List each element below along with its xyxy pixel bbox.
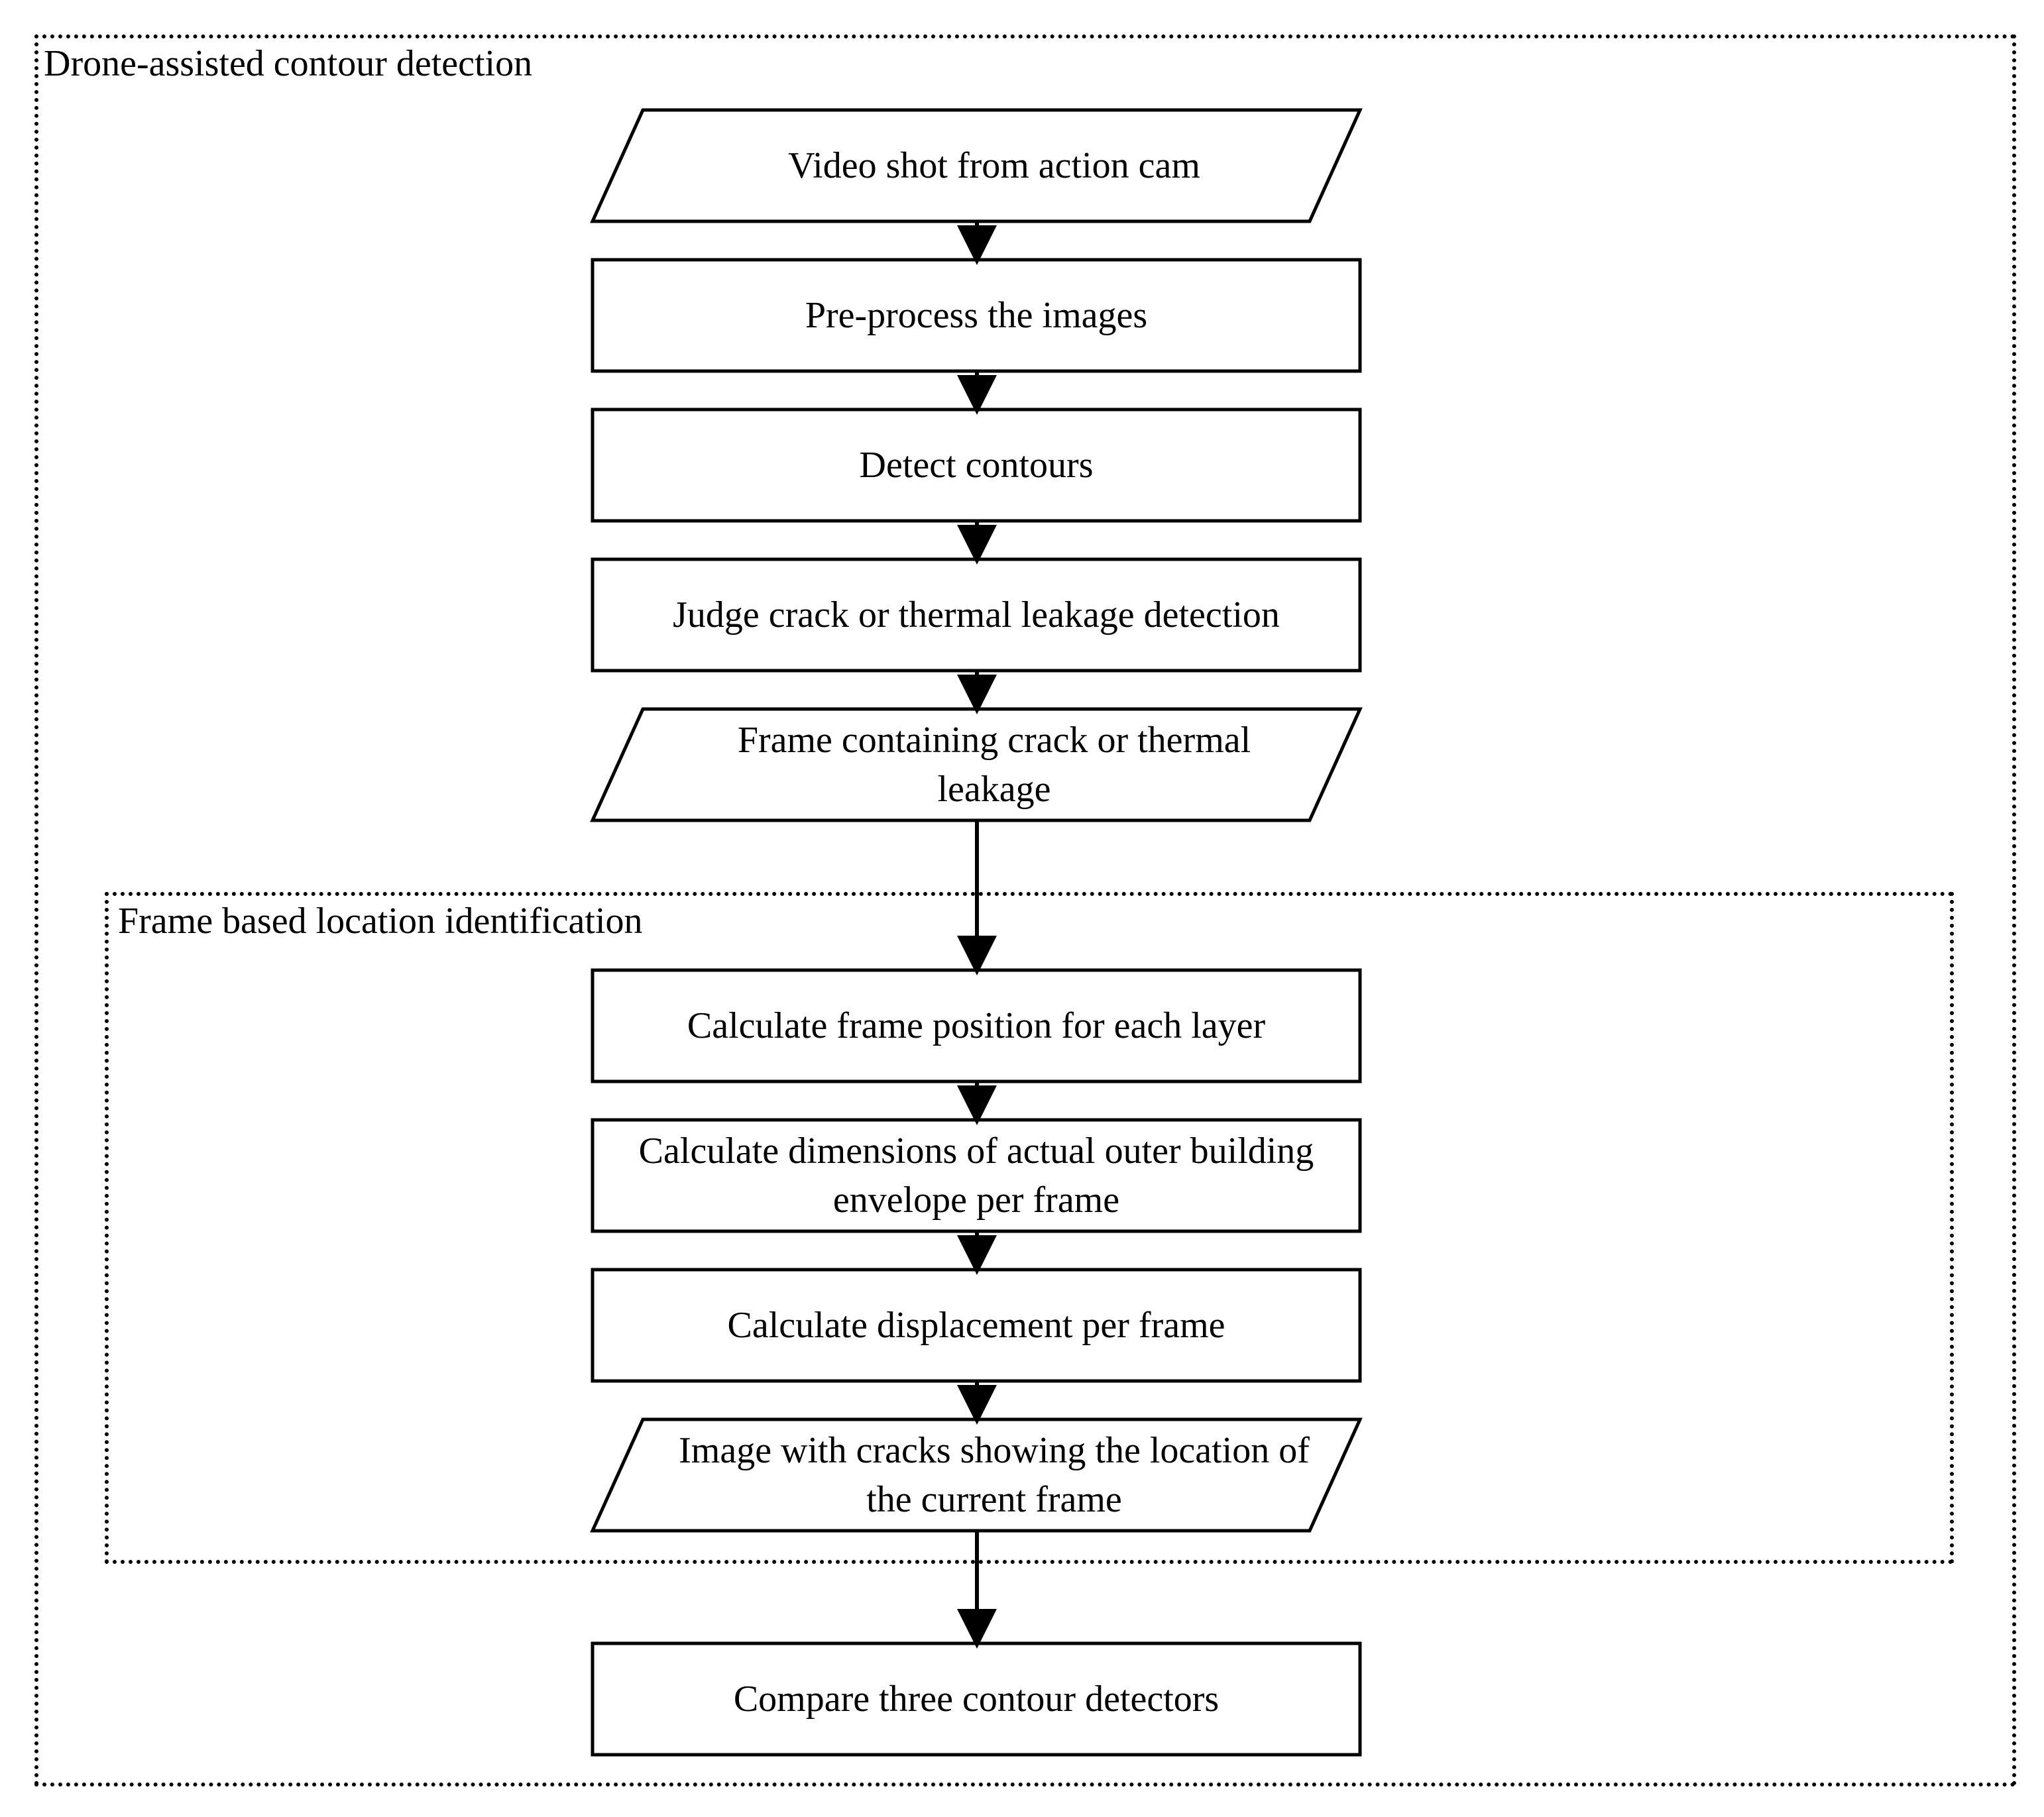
node-label-line-2: leakage [937,769,1051,810]
node-label-line-1: Frame containing crack or thermal [737,720,1251,761]
node-label-line-2: the current frame [866,1479,1122,1520]
node-preprocess: Pre-process the images [593,260,1360,371]
node-label: Calculate displacement per frame [727,1305,1225,1346]
node-judge-crack: Judge crack or thermal leakage detection [593,559,1360,671]
node-label-line-2: envelope per frame [832,1180,1120,1221]
node-label: Compare three contour detectors [733,1679,1220,1720]
node-image-with-cracks: Image with cracks showing the location o… [623,1419,1365,1531]
node-label-line-1: Calculate dimensions of actual outer bui… [638,1130,1314,1172]
node-shape-rectangle [591,408,1362,523]
node-shape-parallelogram [590,1417,1363,1533]
node-shape-rectangle [591,1118,1362,1233]
node-label-line-1: Image with cracks showing the location o… [679,1430,1310,1471]
node-shape-parallelogram [590,707,1363,822]
node-frame-containing-crack: Frame containing crack or thermal leakag… [623,709,1365,820]
node-displacement: Calculate displacement per frame [593,1270,1360,1381]
node-shape-rectangle [591,557,1362,673]
node-video-shot: Video shot from action cam [623,110,1365,221]
node-shape-parallelogram [590,108,1363,223]
group-frame-based-location-identification [105,892,1954,1564]
node-shape-rectangle [591,968,1362,1083]
node-label: Calculate frame position for each layer [687,1005,1266,1046]
node-label: Pre-process the images [805,295,1148,336]
node-shape-rectangle [591,1268,1362,1383]
group-label-frame-based-location-identification: Frame based location identification [118,901,643,942]
node-compare-detectors: Compare three contour detectors [593,1643,1360,1755]
node-frame-position: Calculate frame position for each layer [593,970,1360,1081]
group-drone-assisted-contour-detection [34,34,2016,1787]
node-detect-contours: Detect contours [593,410,1360,521]
node-label: Video shot from action cam [788,145,1200,186]
node-envelope-dimensions: Calculate dimensions of actual outer bui… [593,1120,1360,1231]
group-label-drone-assisted-contour-detection: Drone-assisted contour detection [44,43,533,84]
node-label: Detect contours [859,445,1094,486]
node-label: Judge crack or thermal leakage detection [673,594,1280,635]
node-shape-rectangle [591,258,1362,373]
node-shape-rectangle [591,1641,1362,1757]
